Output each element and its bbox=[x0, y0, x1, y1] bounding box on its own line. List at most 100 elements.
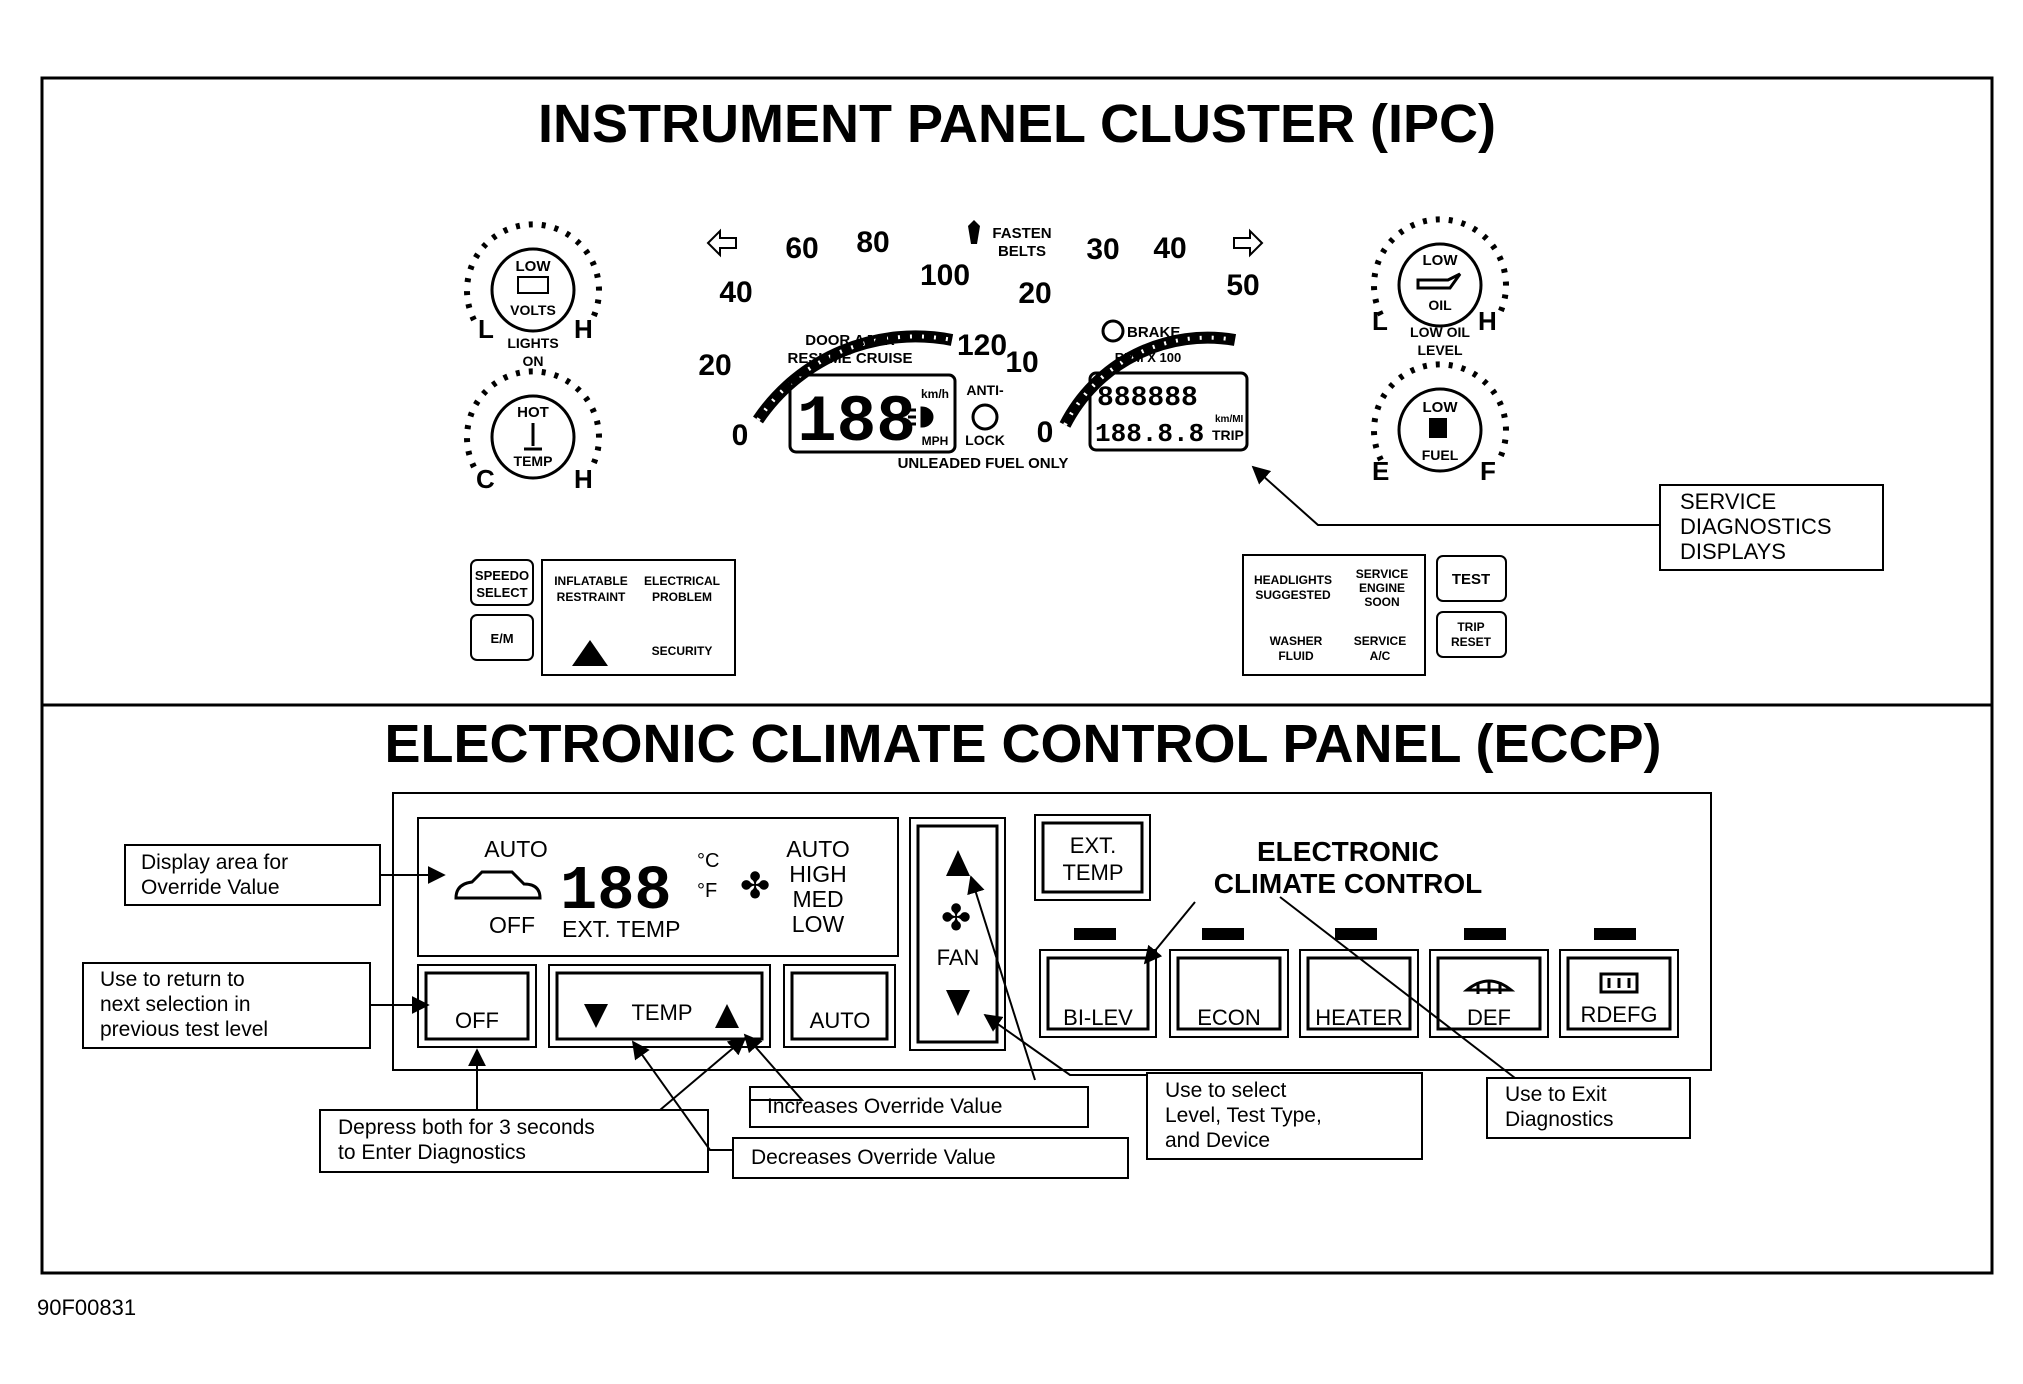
service-diagnostics-line-1: SERVICE bbox=[1680, 489, 1776, 514]
fuel-label-fuel: FUEL bbox=[1422, 447, 1459, 463]
em-button[interactable] bbox=[470, 614, 534, 661]
fan-icon: ✤ bbox=[941, 897, 971, 938]
display-deg-c: °C bbox=[697, 850, 719, 872]
service-engine-soon-1: SERVICE bbox=[1356, 567, 1408, 581]
speedo-select-label-2: SELECT bbox=[476, 585, 527, 600]
fuel-scale-empty: E bbox=[1372, 456, 1389, 486]
def-button-label: DEF bbox=[1467, 1005, 1511, 1030]
brake-icon bbox=[1101, 319, 1125, 343]
trip-reset-button[interactable] bbox=[1436, 611, 1507, 658]
display-deg-f: °F bbox=[697, 880, 717, 902]
speedo-tick-60: 60 bbox=[785, 232, 818, 265]
right-turn-arrow bbox=[1233, 228, 1264, 258]
econ-button-inner bbox=[1176, 956, 1282, 1031]
washer-fluid-1: WASHER bbox=[1270, 634, 1323, 648]
select-leader-down bbox=[983, 1013, 1147, 1076]
decreases-leader bbox=[631, 1040, 733, 1151]
depress-callout-1: Depress both for 3 seconds bbox=[338, 1116, 595, 1139]
def-indicator bbox=[1464, 928, 1506, 940]
off-button[interactable] bbox=[417, 964, 537, 1048]
tachometer: 0 10 20 30 40 50 BRAKE RPM X 100 888888 … bbox=[1005, 228, 1264, 452]
fan-up-arrow-icon[interactable] bbox=[946, 850, 970, 876]
temp-down-arrow-icon[interactable] bbox=[584, 1004, 608, 1028]
depress-callout bbox=[319, 1109, 709, 1173]
bilev-button-inner bbox=[1046, 956, 1150, 1031]
speedo-select-button[interactable] bbox=[470, 559, 534, 606]
lights-on-label-1: LIGHTS bbox=[507, 335, 558, 351]
speedo-select-label-1: SPEEDO bbox=[475, 568, 529, 583]
ipc-title: INSTRUMENT PANEL CLUSTER (IPC) bbox=[538, 94, 1496, 154]
speedo-tick-100: 100 bbox=[920, 259, 970, 292]
ext-temp-button-inner bbox=[1041, 821, 1144, 894]
service-diagnostics-callout bbox=[1659, 484, 1884, 571]
trip-digits: 188.8.8 bbox=[1095, 419, 1204, 449]
heater-indicator bbox=[1335, 928, 1377, 940]
service-engine-soon-3: SOON bbox=[1364, 595, 1399, 609]
speedo-tick-20: 20 bbox=[698, 349, 731, 382]
ext-temp-label-1: EXT. bbox=[1070, 833, 1116, 858]
return-callout-3: previous test level bbox=[100, 1018, 268, 1041]
trip-reset-label-2: RESET bbox=[1451, 635, 1492, 649]
trip-unit-kmmi: km/MI bbox=[1215, 414, 1244, 425]
econ-button[interactable] bbox=[1169, 949, 1289, 1038]
em-button-label: E/M bbox=[490, 631, 513, 646]
door-ajar-label: DOOR AJAR bbox=[805, 332, 895, 349]
display-area-callout-1: Display area for bbox=[141, 851, 288, 874]
low-oil-level-2: LEVEL bbox=[1417, 342, 1463, 358]
auto-button-label: AUTO bbox=[810, 1008, 871, 1033]
def-button-inner bbox=[1436, 956, 1542, 1031]
brand-electronic: ELECTRONIC bbox=[1257, 836, 1439, 867]
rdefg-button-inner bbox=[1566, 956, 1672, 1031]
speedo-tick-40: 40 bbox=[719, 276, 752, 309]
exit-leader bbox=[1279, 896, 1516, 1079]
rpm-label: RPM X 100 bbox=[1115, 350, 1181, 365]
test-button[interactable] bbox=[1436, 555, 1507, 602]
increases-leader bbox=[743, 1033, 805, 1101]
auto-button[interactable] bbox=[783, 964, 896, 1048]
test-button-label: TEST bbox=[1452, 571, 1490, 588]
figure-id: 90F00831 bbox=[37, 1295, 136, 1320]
warning-triangle-icon bbox=[572, 640, 608, 666]
display-fan-med: MED bbox=[792, 886, 843, 912]
left-turn-arrow bbox=[706, 228, 737, 258]
unit-mph: MPH bbox=[922, 434, 949, 448]
depress-callout-2: to Enter Diagnostics bbox=[338, 1141, 526, 1164]
battery-icon bbox=[517, 276, 549, 294]
tach-tick-30: 30 bbox=[1086, 233, 1119, 266]
right-warning-panel bbox=[1242, 554, 1426, 676]
temp-up-arrow-icon[interactable] bbox=[715, 1004, 739, 1028]
service-diagnostics-line-3: DISPLAYS bbox=[1680, 539, 1786, 564]
def-button[interactable] bbox=[1429, 949, 1549, 1038]
odometer-digits: 888888 bbox=[1097, 383, 1198, 414]
return-callout-1: Use to return to bbox=[100, 968, 245, 991]
speedo-tick-80: 80 bbox=[856, 226, 889, 259]
fuel-scale-full: F bbox=[1480, 456, 1496, 486]
fuel-gauge: LOW FUEL E F bbox=[1371, 361, 1509, 486]
eccp-title: ELECTRONIC CLIMATE CONTROL PANEL (ECCP) bbox=[385, 714, 1662, 774]
fan-rocker[interactable] bbox=[909, 817, 1006, 1051]
electrical-problem-2: PROBLEM bbox=[652, 590, 712, 604]
rdefg-button-label: RDEFG bbox=[1581, 1002, 1658, 1027]
fan-down-arrow-icon[interactable] bbox=[946, 990, 970, 1016]
eccp-display bbox=[417, 817, 899, 957]
service-engine-soon-2: ENGINE bbox=[1359, 581, 1405, 595]
fasten-belts-indicator: FASTEN BELTS bbox=[968, 220, 1052, 260]
rdefg-button[interactable] bbox=[1559, 949, 1679, 1038]
ext-temp-button[interactable] bbox=[1034, 814, 1151, 901]
temp-label-hot: HOT bbox=[517, 404, 549, 421]
select-leader-up bbox=[967, 875, 1036, 1081]
antilock-icon bbox=[971, 403, 999, 431]
temp-button[interactable] bbox=[548, 964, 771, 1048]
decreases-callout bbox=[732, 1137, 1129, 1179]
volts-label-low: LOW bbox=[516, 258, 552, 275]
depress-leader-temp bbox=[659, 1036, 747, 1111]
display-auto-mode: AUTO bbox=[484, 836, 547, 862]
display-area-callout-2: Override Value bbox=[141, 876, 280, 899]
display-ext-temp: EXT. TEMP bbox=[562, 916, 680, 942]
antilock-label-1: ANTI- bbox=[966, 382, 1004, 398]
thermometer-icon bbox=[524, 423, 542, 451]
bilev-button[interactable] bbox=[1039, 949, 1157, 1038]
temp-button-inner bbox=[555, 971, 764, 1041]
heater-button[interactable] bbox=[1299, 949, 1419, 1038]
